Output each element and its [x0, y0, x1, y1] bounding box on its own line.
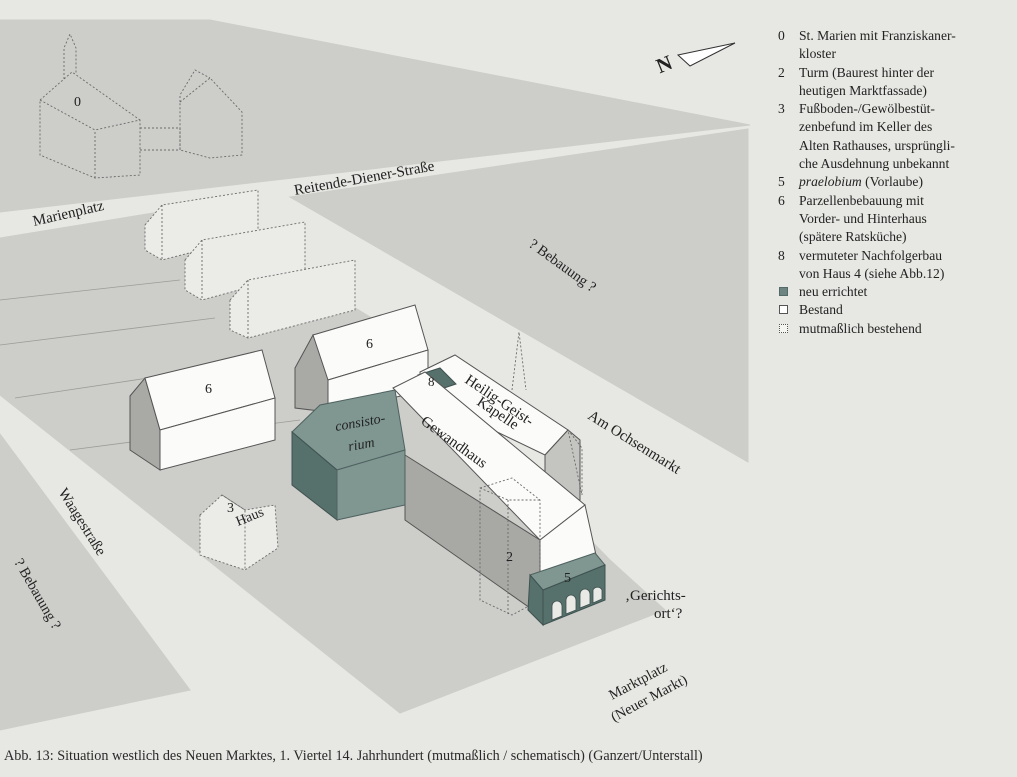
legend-number: 5 [778, 174, 785, 190]
legend-number: 6 [778, 192, 785, 208]
legend-text: (Vorlaube) [861, 174, 923, 190]
legend-text: Vorder- und Hinterhaus [799, 210, 927, 226]
swatch-neu-errichtet [779, 287, 788, 297]
ghost-houses [144, 189, 356, 339]
legend-text: vermuteter Nachfolgerbau [799, 247, 943, 263]
north-label: N [653, 50, 676, 78]
north-arrow: N [653, 42, 736, 78]
legend-text: Turm (Baurest hinter der [799, 64, 935, 80]
legend-item: 0 St. Marien mit Franziskaner- kloster [778, 27, 1008, 64]
legend-text: Fußboden-/Gewölbestüt- [799, 101, 935, 117]
block-southwest [0, 433, 191, 731]
building-6-right [294, 304, 429, 413]
legend-text: von Haus 4 (siehe Abb.12) [799, 265, 945, 281]
legend-key-label: mutmaßlich bestehend [799, 320, 922, 336]
legend-item: 3 Fußboden-/Gewölbestüt- zenbefund im Ke… [778, 100, 1008, 173]
legend-text: (spätere Ratsküche) [799, 229, 907, 245]
house-3 [199, 494, 279, 571]
legend-text: Parzellenbebauung mit [799, 192, 924, 208]
legend-key-mutmasslich: mutmaßlich bestehend [778, 320, 1008, 338]
legend-text: zenbefund im Keller des [799, 119, 933, 135]
legend-text: heutigen Marktfassade) [799, 82, 927, 98]
legend-item: 6 Parzellenbebauung mit Vorder- und Hint… [778, 192, 1008, 247]
legend-key-bestand: Bestand [778, 301, 1008, 319]
label-building-6-right: 6 [366, 337, 373, 352]
legend-text: kloster [799, 46, 836, 62]
label-building-6-left: 6 [205, 382, 212, 397]
legend-key-neu-errichtet: neu errichtet [778, 283, 1008, 301]
label-building-8: 8 [428, 374, 435, 389]
legend: 0 St. Marien mit Franziskaner- kloster 2… [778, 27, 1008, 338]
legend-text: Alten Rathauses, ursprüngli- [799, 137, 955, 153]
legend-key-label: Bestand [799, 302, 843, 318]
legend-item: 5 praelobium (Vorlaube) [778, 173, 1008, 191]
legend-text-italic: praelobium [799, 174, 862, 190]
swatch-bestand [779, 305, 788, 315]
legend-item: 2 Turm (Baurest hinter der heutigen Mark… [778, 64, 1008, 101]
legend-number: 2 [778, 64, 785, 80]
label-building-2: 2 [506, 550, 513, 565]
legend-item: 8 vermuteter Nachfolgerbau von Haus 4 (s… [778, 247, 1008, 284]
building-6-left [129, 349, 276, 471]
label-gerichtsort-1: ‚Gerichts- [625, 588, 686, 604]
label-building-5: 5 [564, 571, 571, 586]
block-north [0, 19, 751, 213]
legend-number: 0 [778, 28, 785, 43]
legend-number: 3 [778, 101, 785, 117]
legend-number: 8 [778, 247, 785, 263]
legend-key-label: neu errichtet [799, 284, 868, 300]
church-0 [39, 32, 243, 179]
praelobium-5 [527, 552, 606, 627]
legend-text: che Ausdehnung unbekannt [799, 156, 950, 172]
label-building-3: 3 [227, 501, 234, 516]
legend-text: St. Marien mit Franziskaner- [799, 28, 956, 43]
label-am-ochsenmarkt: Am Ochsenmarkt [585, 408, 684, 478]
label-consistorium-2: rium [347, 436, 376, 455]
figure-caption: Abb. 13: Situation westlich des Neuen Ma… [4, 748, 703, 764]
label-building-0: 0 [74, 95, 81, 110]
consistorium [291, 389, 406, 522]
block-east [288, 128, 749, 463]
label-gerichtsort-2: ort‘? [654, 606, 683, 622]
swatch-mutmasslich-bestehend [779, 323, 788, 333]
